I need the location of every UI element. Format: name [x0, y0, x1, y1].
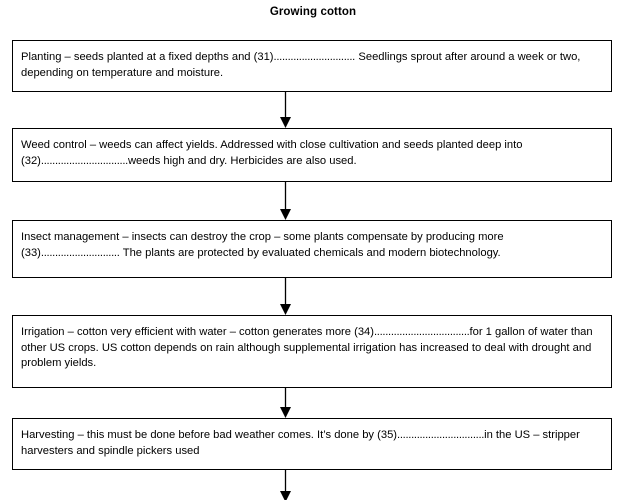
page-title: Growing cotton: [269, 6, 357, 18]
flow-box-insect-management-text: Insect management – insects can destroy …: [21, 230, 603, 261]
insect-management-text-after: . The plants are protected by evaluated …: [116, 246, 501, 259]
harvesting-text-after: in the US – stripper harvesters and spin…: [21, 429, 580, 457]
weed-control-blank-number: (32): [21, 154, 41, 167]
arrow-weed-control-to-insect-management: [0, 182, 626, 220]
insect-management-line1: Insect management – insects can destroy …: [21, 231, 504, 243]
arrow-irrigation-to-harvesting: [0, 388, 626, 418]
irrigation-text-before: Irrigation – cotton very efficient with …: [21, 326, 374, 338]
irrigation-text-after: for 1 gallon of water than other US crop…: [21, 326, 593, 369]
weed-control-line1: Weed control – weeds can affect yields. …: [21, 139, 523, 151]
flow-box-weed-control: Weed control – weeds can affect yields. …: [12, 128, 612, 182]
harvesting-text-before: Harvesting – this must be done before ba…: [21, 429, 398, 441]
arrow-planting-to-weed-control: [0, 92, 626, 128]
planting-dots: ............................: [273, 51, 353, 63]
flow-box-weed-control-text: Weed control – weeds can affect yields. …: [21, 138, 603, 169]
harvesting-dots: ...............................: [397, 429, 485, 441]
flow-box-irrigation-text: Irrigation – cotton very efficient with …: [21, 325, 603, 372]
flow-box-insect-management: Insect management – insects can destroy …: [12, 220, 612, 278]
arrow-harvesting-continues: [0, 470, 626, 500]
planting-text-after: . Seedlings sprout after around a week o…: [21, 51, 581, 79]
weed-control-text-after: weeds high and dry. Herbicides are also …: [127, 154, 357, 167]
flow-box-harvesting: Harvesting – this must be done before ba…: [12, 418, 612, 470]
arrow-insect-management-to-irrigation: [0, 278, 626, 315]
flow-box-planting-text: Planting – seeds planted at a fixed dept…: [21, 50, 603, 81]
insect-management-dots: ...........................: [40, 246, 117, 259]
irrigation-dots: ..................................: [374, 326, 470, 338]
flow-box-planting: Planting – seeds planted at a fixed dept…: [12, 40, 612, 92]
flow-box-harvesting-text: Harvesting – this must be done before ba…: [21, 428, 603, 459]
weed-control-line2: (32)...............................weeds…: [21, 154, 603, 170]
planting-text-before: Planting – seeds planted at a fixed dept…: [21, 51, 274, 63]
flow-box-irrigation: Irrigation – cotton very efficient with …: [12, 315, 612, 388]
weed-control-dots: ...............................: [40, 154, 128, 167]
insect-management-blank-number: (33): [21, 246, 41, 259]
